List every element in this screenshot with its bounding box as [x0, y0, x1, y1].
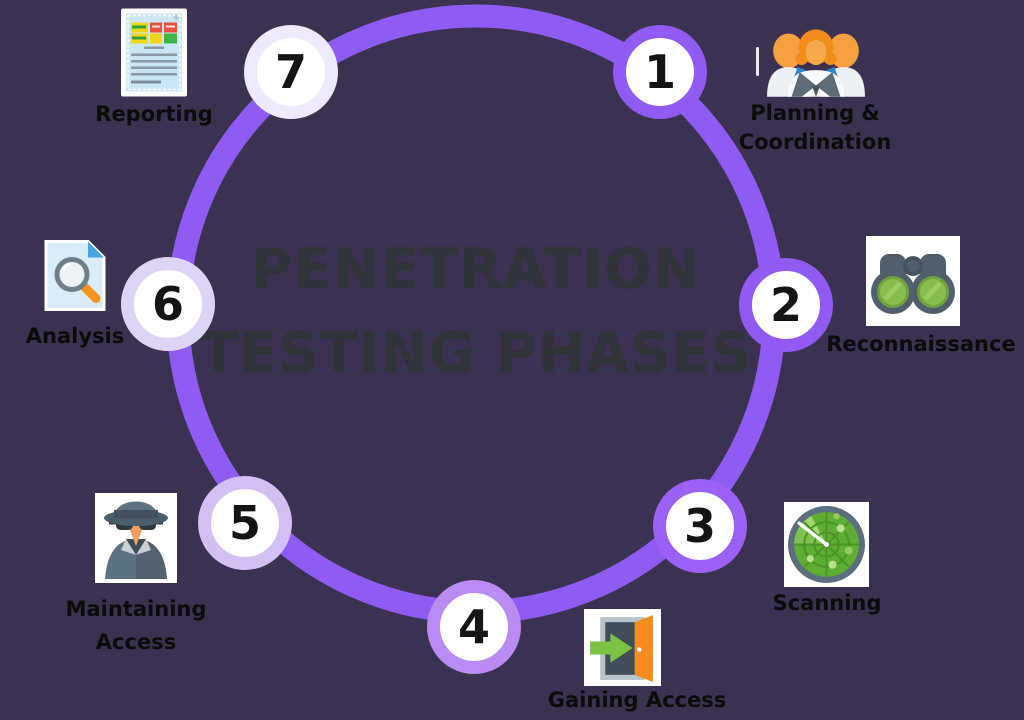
- spy-icon: [95, 493, 177, 583]
- label-reporting: Reporting: [95, 100, 212, 128]
- label-maintaining-access: Maintaining Access: [66, 593, 207, 659]
- phase-number: 5: [228, 496, 261, 550]
- label-line: Access: [95, 630, 177, 654]
- magnifier-document-icon: [44, 240, 106, 311]
- binoculars-icon: [866, 236, 960, 326]
- label-reconnaissance: Reconnaissance: [826, 330, 1015, 358]
- phase-number: 7: [274, 45, 307, 99]
- phase-node-7: 7: [244, 25, 338, 119]
- phase-node-3: 3: [653, 479, 747, 573]
- label-line: Reconnaissance: [826, 332, 1016, 356]
- label-analysis: Analysis: [26, 322, 124, 350]
- phase-node-6: 6: [121, 257, 215, 351]
- label-gaining-access: Gaining Access: [548, 686, 726, 714]
- report-document-icon: [121, 8, 187, 97]
- label-planning-coordination: Planning & Coordination: [739, 99, 892, 157]
- label-line: Planning &: [750, 101, 880, 125]
- decorative-white-mark: [756, 47, 759, 76]
- phase-number: 3: [683, 499, 716, 553]
- phase-node-4: 4: [427, 580, 521, 674]
- door-icon: [584, 609, 661, 686]
- phase-node-5: 5: [198, 476, 292, 570]
- label-line: Scanning: [772, 591, 882, 615]
- phase-number: 6: [151, 277, 184, 331]
- label-line: Coordination: [738, 130, 892, 154]
- phase-node-2: 2: [739, 258, 833, 352]
- phase-number: 2: [769, 278, 802, 332]
- label-line: Maintaining: [65, 597, 207, 621]
- label-line: Gaining Access: [547, 688, 727, 712]
- title-line-1: PENETRATION: [251, 237, 701, 302]
- page-title: PENETRATION TESTING PHASES: [176, 228, 776, 396]
- phase-number: 1: [643, 45, 676, 99]
- radar-icon: [784, 502, 869, 587]
- phase-node-1: 1: [613, 25, 707, 119]
- team-icon: [767, 29, 865, 97]
- label-line: Analysis: [25, 324, 125, 348]
- label-line: Reporting: [95, 102, 213, 126]
- phase-number: 4: [457, 600, 490, 654]
- label-scanning: Scanning: [773, 589, 882, 617]
- title-line-2: TESTING PHASES: [199, 321, 753, 386]
